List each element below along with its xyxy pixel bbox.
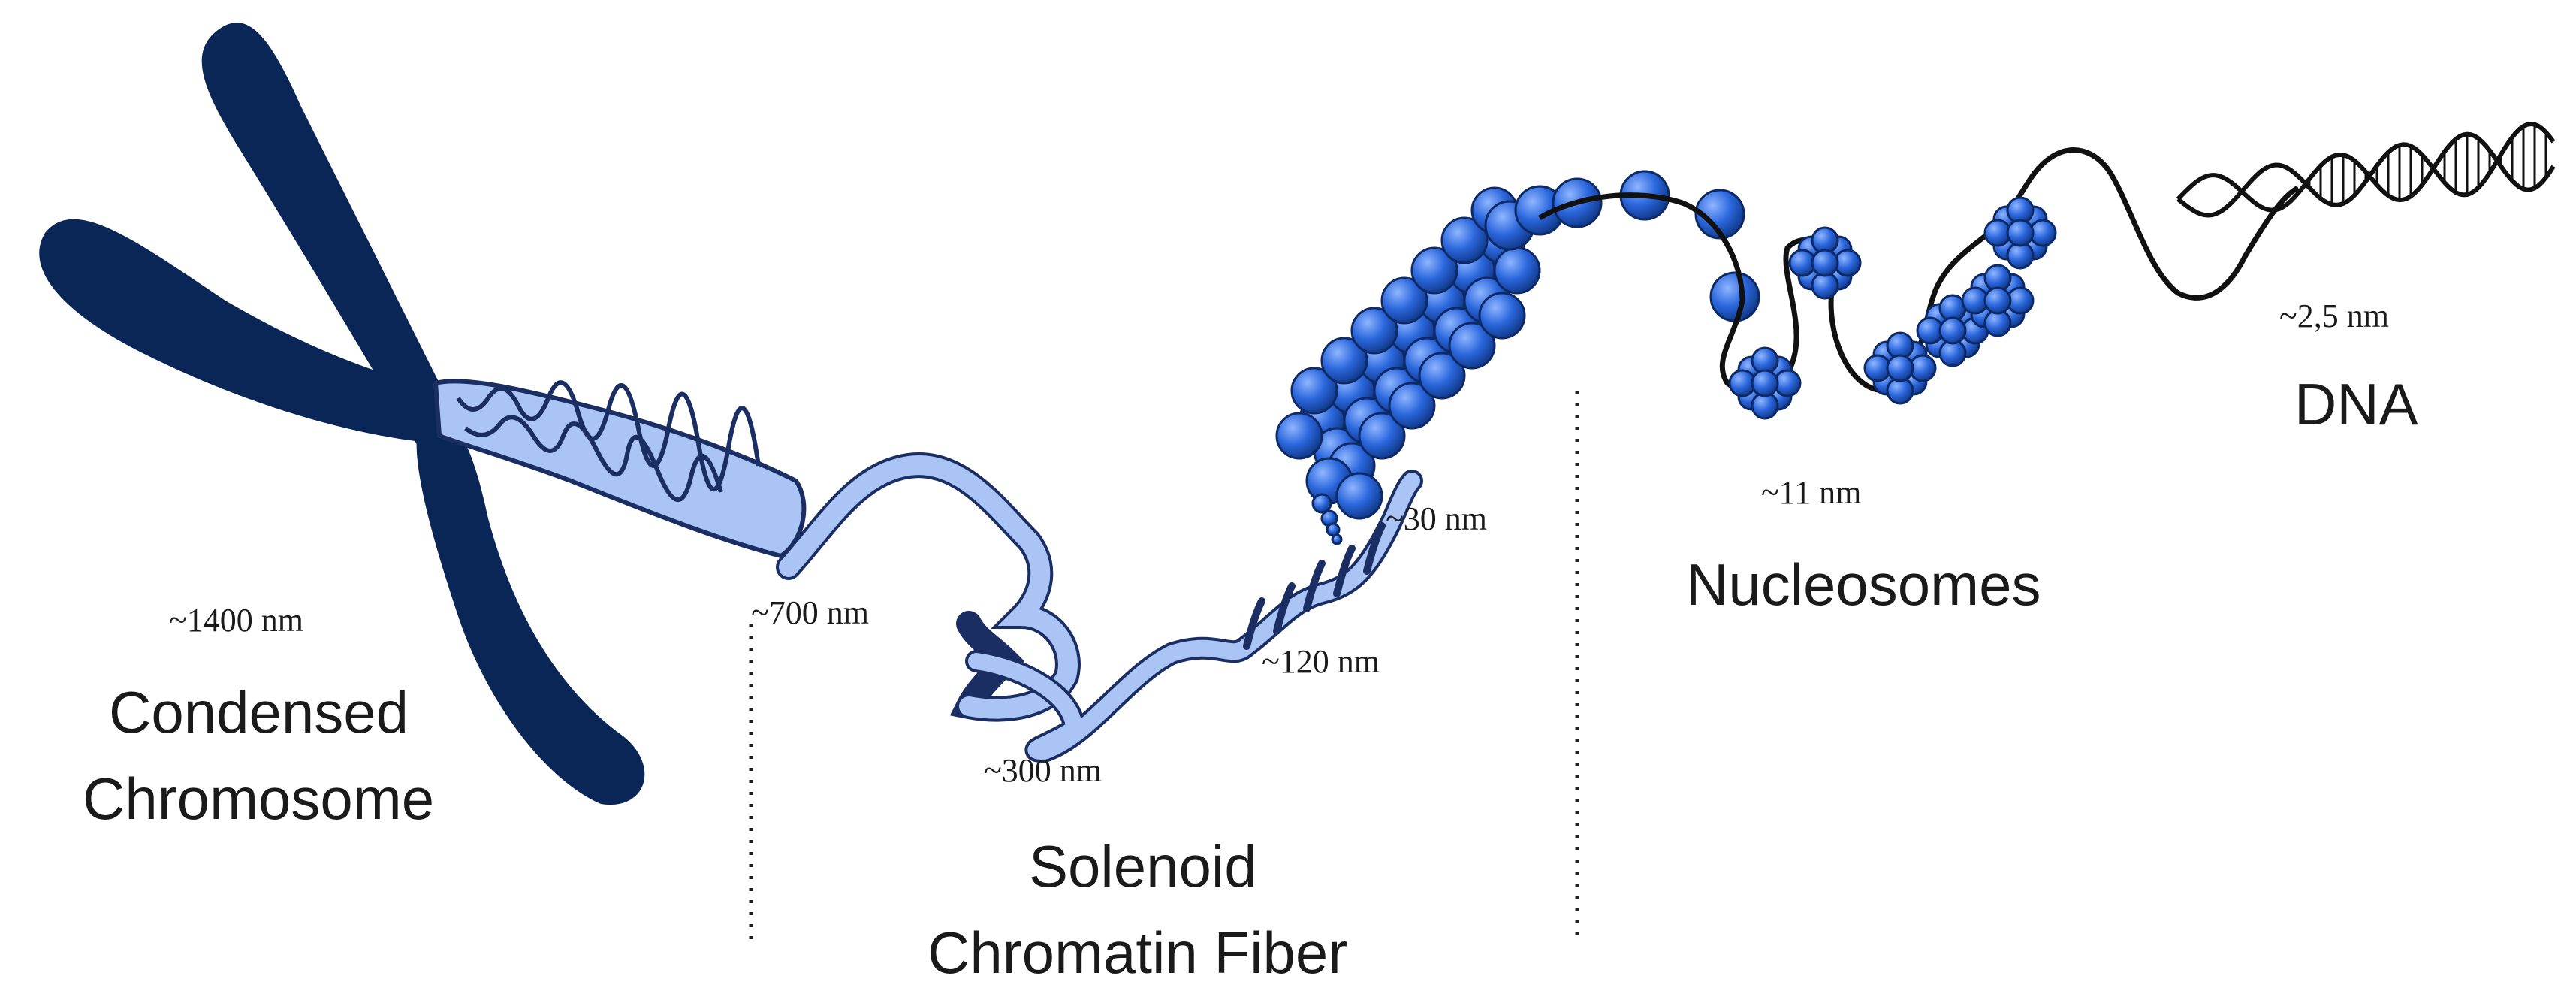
solenoid-ribbon-loop-fill	[779, 455, 1078, 719]
chromatin-sphere	[1275, 412, 1323, 460]
chromosome-arm-upper	[201, 23, 457, 463]
label-size-700nm: ~700 nm	[751, 594, 869, 631]
nucleosome-bead	[1751, 369, 1779, 397]
chromatin-sphere	[1320, 337, 1368, 385]
label-size-11nm: ~11 nm	[1761, 474, 1861, 511]
chromatin-sphere	[1709, 271, 1760, 322]
chromatin-sphere	[1388, 382, 1436, 430]
chromatin-sphere	[1694, 189, 1745, 240]
chromatin-sphere	[1358, 412, 1406, 460]
label-condensed-line2: Chromosome	[83, 766, 434, 832]
condensed-chromosome-shape	[39, 23, 645, 805]
solenoid-ribbon	[776, 452, 1423, 763]
nucleosome-bead	[2006, 219, 2035, 247]
chromatin-sphere	[1448, 322, 1496, 370]
nucleosome-bead	[1886, 354, 1914, 382]
chromatin-sphere	[1335, 472, 1383, 520]
nucleosome-beads	[1728, 196, 2057, 420]
chromatin-sphere	[1331, 533, 1343, 545]
chromosome-arm-left	[39, 219, 469, 443]
chromatin-sphere	[1380, 276, 1428, 325]
chromatin-sphere	[1440, 216, 1489, 264]
label-nucleosomes: Nucleosomes	[1686, 551, 2041, 618]
nucleosome-bead	[1938, 316, 1967, 345]
chromatin-sphere	[1350, 307, 1398, 355]
linker-dna-strand	[1538, 147, 2300, 397]
chromatin-sphere	[1410, 246, 1458, 295]
dna-backbone-strand	[2176, 131, 2556, 213]
chromatin-tube-squiggles	[456, 380, 761, 503]
label-size-30nm: ~30 nm	[1386, 500, 1487, 537]
label-size-120nm: ~120 nm	[1262, 643, 1380, 680]
chromatin-sphere	[1311, 493, 1332, 514]
chromatin-sphere	[1493, 246, 1541, 295]
label-size-2-5nm: ~2,5 nm	[2279, 298, 2389, 334]
solenoid-coil-marks	[1243, 522, 1386, 650]
chromatin-sphere	[1418, 352, 1466, 400]
chromatin-sphere	[1478, 292, 1526, 340]
chromosome-arm-lower	[416, 418, 645, 805]
condensed-chromatin-tube	[433, 379, 807, 576]
label-size-1400nm: ~1400 nm	[169, 602, 303, 639]
nucleosome-bead	[1811, 249, 1839, 277]
label-condensed-line1: Condensed	[109, 679, 409, 745]
chromatin-sphere	[1290, 367, 1338, 415]
dna-double-helix	[2176, 121, 2556, 218]
label-solenoid-line2: Chromatin Fiber	[928, 920, 1347, 986]
label-size-300nm: ~300 nm	[984, 752, 1102, 789]
label-dna: DNA	[2294, 371, 2418, 437]
nucleosome-strand	[1538, 147, 2300, 397]
label-solenoid-line1: Solenoid	[1029, 833, 1257, 899]
thirty-nm-fiber-cluster	[1275, 170, 1760, 545]
nucleosome-bead	[1983, 286, 2012, 315]
